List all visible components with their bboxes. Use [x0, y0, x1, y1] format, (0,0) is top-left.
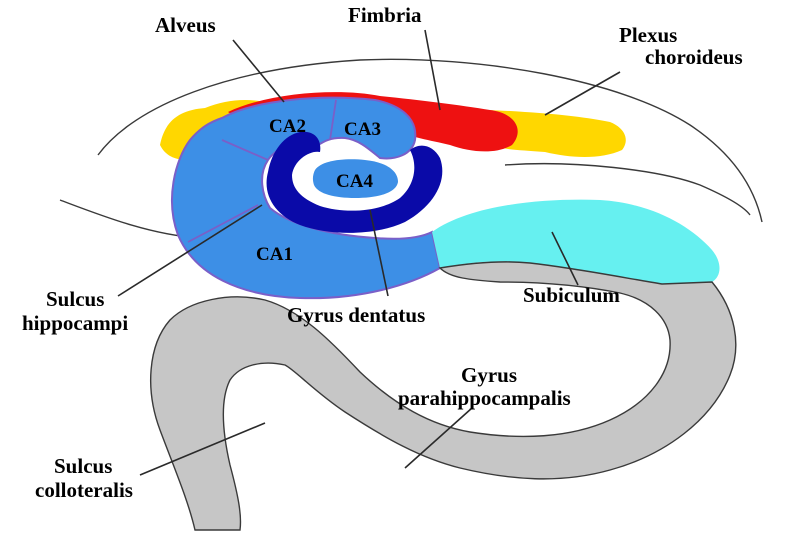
ca2-label: CA2 — [269, 116, 306, 137]
subiculum-label: Subiculum — [523, 283, 620, 307]
sulcus-hippocampi-label-line1: Sulcus — [46, 287, 104, 311]
alveus-leader — [233, 40, 284, 102]
cornu-ammonis-region — [172, 98, 440, 298]
sulcus-hippocampi-label-line2: hippocampi — [22, 311, 128, 335]
plexus-choroideus-label-line1: Plexus — [619, 23, 677, 47]
gyrus-dentatus-label: Gyrus dentatus — [287, 303, 425, 327]
alveus-label: Alveus — [155, 13, 216, 37]
sulcus-colloteralis-label-line2: colloteralis — [35, 478, 133, 502]
fimbria-leader — [425, 30, 440, 110]
fimbria-label: Fimbria — [348, 3, 422, 27]
ca1-label: CA1 — [256, 244, 293, 265]
ca4-label: CA4 — [336, 171, 373, 192]
ca3-label: CA3 — [344, 119, 381, 140]
plexus-leader — [545, 72, 620, 115]
plexus-choroideus-label-line2: choroideus — [645, 45, 743, 69]
gyrus-parahippocampalis-label-line2: parahippocampalis — [398, 386, 571, 410]
sulcus-colloteralis-label-line1: Sulcus — [54, 454, 112, 478]
gyrus-parahippocampalis-label-line1: Gyrus — [461, 363, 517, 387]
